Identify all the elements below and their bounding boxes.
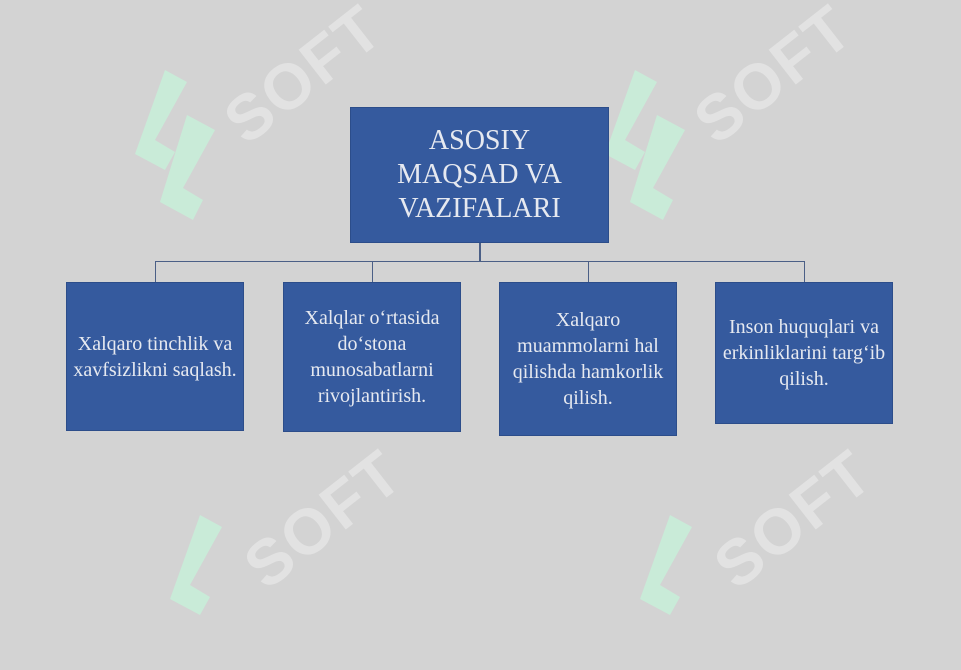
- child-node-3-label: Xalqaro muammolarni hal qilishda hamkorl…: [512, 309, 664, 409]
- root-node: ASOSIY MAQSAD VA VAZIFALARI: [350, 107, 609, 243]
- watermark-group-bottom-right: [630, 515, 720, 670]
- root-node-label: ASOSIY MAQSAD VA VAZIFALARI: [397, 125, 562, 224]
- child-node-4-label: Inson huquqlari va erkinliklarini targ‘i…: [722, 316, 886, 390]
- child-node-2-label: Xalqlar o‘rtasida do‘stona munosabatlarn…: [304, 307, 440, 407]
- watermark-text-bottom-left: SOFT: [230, 435, 416, 603]
- connector-child-4: [804, 261, 805, 282]
- connector-child-1: [155, 261, 156, 282]
- connector-root-stem: [479, 243, 481, 262]
- child-node-1-label: Xalqaro tinchlik va xavfsizlikni saqlash…: [73, 332, 237, 381]
- connector-child-2: [372, 261, 373, 282]
- child-node-2: Xalqlar o‘rtasida do‘stona munosabatlarn…: [283, 282, 461, 432]
- soft-logo-icon: [640, 515, 692, 615]
- soft-logo-icon: [135, 70, 215, 220]
- watermark-text-right: SOFT: [680, 0, 866, 158]
- child-node-3: Xalqaro muammolarni hal qilishda hamkorl…: [499, 282, 677, 436]
- connector-horizontal-bus: [155, 261, 805, 262]
- child-node-4: Inson huquqlari va erkinliklarini targ‘i…: [715, 282, 893, 424]
- watermark-group-left: [125, 70, 215, 225]
- watermark-group-bottom-left: [160, 515, 250, 670]
- child-node-1: Xalqaro tinchlik va xavfsizlikni saqlash…: [66, 282, 244, 431]
- connector-child-3: [588, 261, 589, 282]
- soft-logo-icon: [170, 515, 222, 615]
- watermark-text-bottom-right: SOFT: [700, 435, 886, 603]
